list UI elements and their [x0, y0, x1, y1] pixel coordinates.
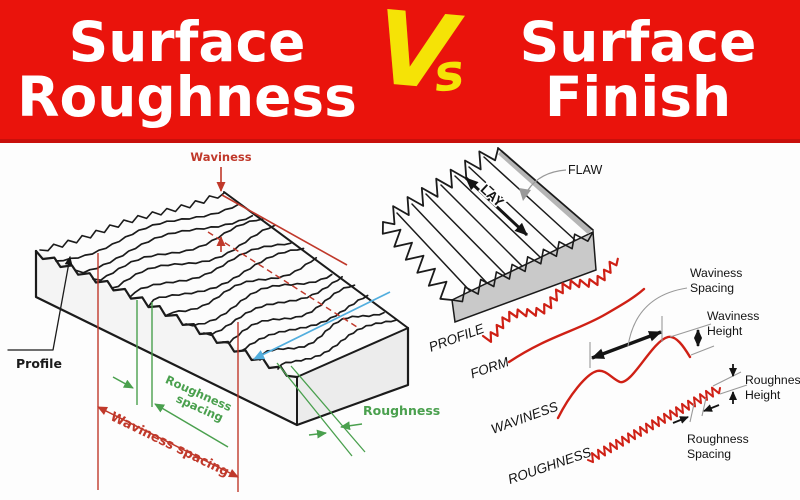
sawtooth-side-teeth — [451, 231, 594, 303]
vs-letter-s: s — [431, 42, 467, 104]
roughness-height-text-1: Roughness — [745, 373, 800, 387]
block-edges — [223, 191, 409, 426]
roughness-curve-label: ROUGHNESS — [506, 444, 593, 487]
roughness-spacing-text-1: Roughness — [687, 432, 749, 446]
sawtooth-far-edge-shade — [498, 149, 592, 235]
block-right-face — [297, 328, 408, 425]
roughness-height-text-2: Height — [745, 388, 781, 402]
sawtooth-top-silhouette — [382, 148, 499, 226]
roughness-spacing-left-arrow — [112, 376, 134, 389]
roughness-spacing-dimension-line — [154, 403, 229, 448]
profile-wave — [481, 257, 619, 343]
form-curve-label: FORM — [468, 354, 511, 381]
roughness-pointer-right — [308, 429, 327, 439]
roughness-width-lines — [276, 362, 366, 457]
roughness-spacing-arrow-right — [672, 416, 689, 424]
waviness-spacing-arrow — [591, 330, 662, 360]
front-edge-ridge-profile — [34, 249, 299, 379]
waviness-height-text-1: Waviness — [707, 309, 759, 323]
waviness-label: Waviness — [190, 150, 251, 164]
profile-curve-label: PROFILE — [427, 321, 487, 355]
header-banner: Surface Roughness V s Surface Finish — [0, 0, 800, 143]
waviness-height-text-2: Height — [707, 324, 743, 338]
lay-direction-arrow — [253, 291, 391, 360]
waviness-spacing-leader — [627, 287, 688, 347]
roughness-spacing-arrow-left — [703, 404, 720, 412]
sawtooth-front-teeth — [381, 221, 453, 301]
right-title-line1: Surface — [519, 10, 757, 75]
roughness-spacing-text-2: Spacing — [687, 447, 731, 461]
profile-leader-arrow — [7, 256, 73, 351]
waviness-spacing-dimension-arrow — [97, 406, 239, 478]
right-title-line2: Finish — [544, 64, 732, 129]
profile-label: Profile — [16, 356, 62, 371]
right-title: Surface Finish — [488, 10, 788, 129]
left-title-line2: Roughness — [17, 64, 357, 129]
surface-ridges — [55, 203, 397, 370]
waviness-height-tangents — [669, 323, 715, 356]
roughness-height-tangents — [712, 371, 748, 395]
flaw-label: FLAW — [568, 163, 602, 177]
flaw-mark — [519, 188, 531, 201]
svg-text:ROUGHNESS: ROUGHNESS — [506, 444, 593, 487]
lay-double-arrow — [464, 176, 529, 237]
waviness-spacing-text-1: Waviness — [690, 266, 742, 280]
flaw-leader — [527, 169, 567, 191]
form-curve — [507, 287, 646, 364]
roughness-spacing-extension-lines — [136, 300, 153, 407]
svg-text:WAVINESS: WAVINESS — [489, 399, 560, 437]
left-title-line1: Surface — [68, 10, 306, 75]
vs-badge: V s — [368, 0, 488, 139]
back-edge-ridge-profile — [39, 192, 225, 252]
svg-text:FORM: FORM — [468, 354, 511, 381]
machined-surface-block: Waviness Profile Roughness spacing Wavin… — [7, 150, 440, 492]
svg-text:PROFILE: PROFILE — [427, 321, 487, 355]
roughness-pointer-left — [340, 421, 363, 431]
waviness-curve — [556, 335, 692, 420]
waviness-curve-label: WAVINESS — [489, 399, 560, 437]
waviness-envelope-line — [221, 194, 348, 266]
roughness-wave — [587, 386, 721, 464]
sawtooth-surface-block: LAY FLAW — [381, 147, 602, 324]
sawtooth-far-edge — [497, 147, 594, 231]
block-front-face — [36, 251, 297, 425]
sawtooth-base — [451, 230, 597, 324]
waviness-spacing-ticks — [589, 316, 663, 368]
roughness-label: Roughness — [363, 403, 440, 418]
diagram-canvas: Waviness Profile Roughness spacing Wavin… — [7, 147, 800, 492]
left-title: Surface Roughness — [6, 10, 368, 129]
waviness-spacing-text-2: Spacing — [690, 281, 734, 295]
